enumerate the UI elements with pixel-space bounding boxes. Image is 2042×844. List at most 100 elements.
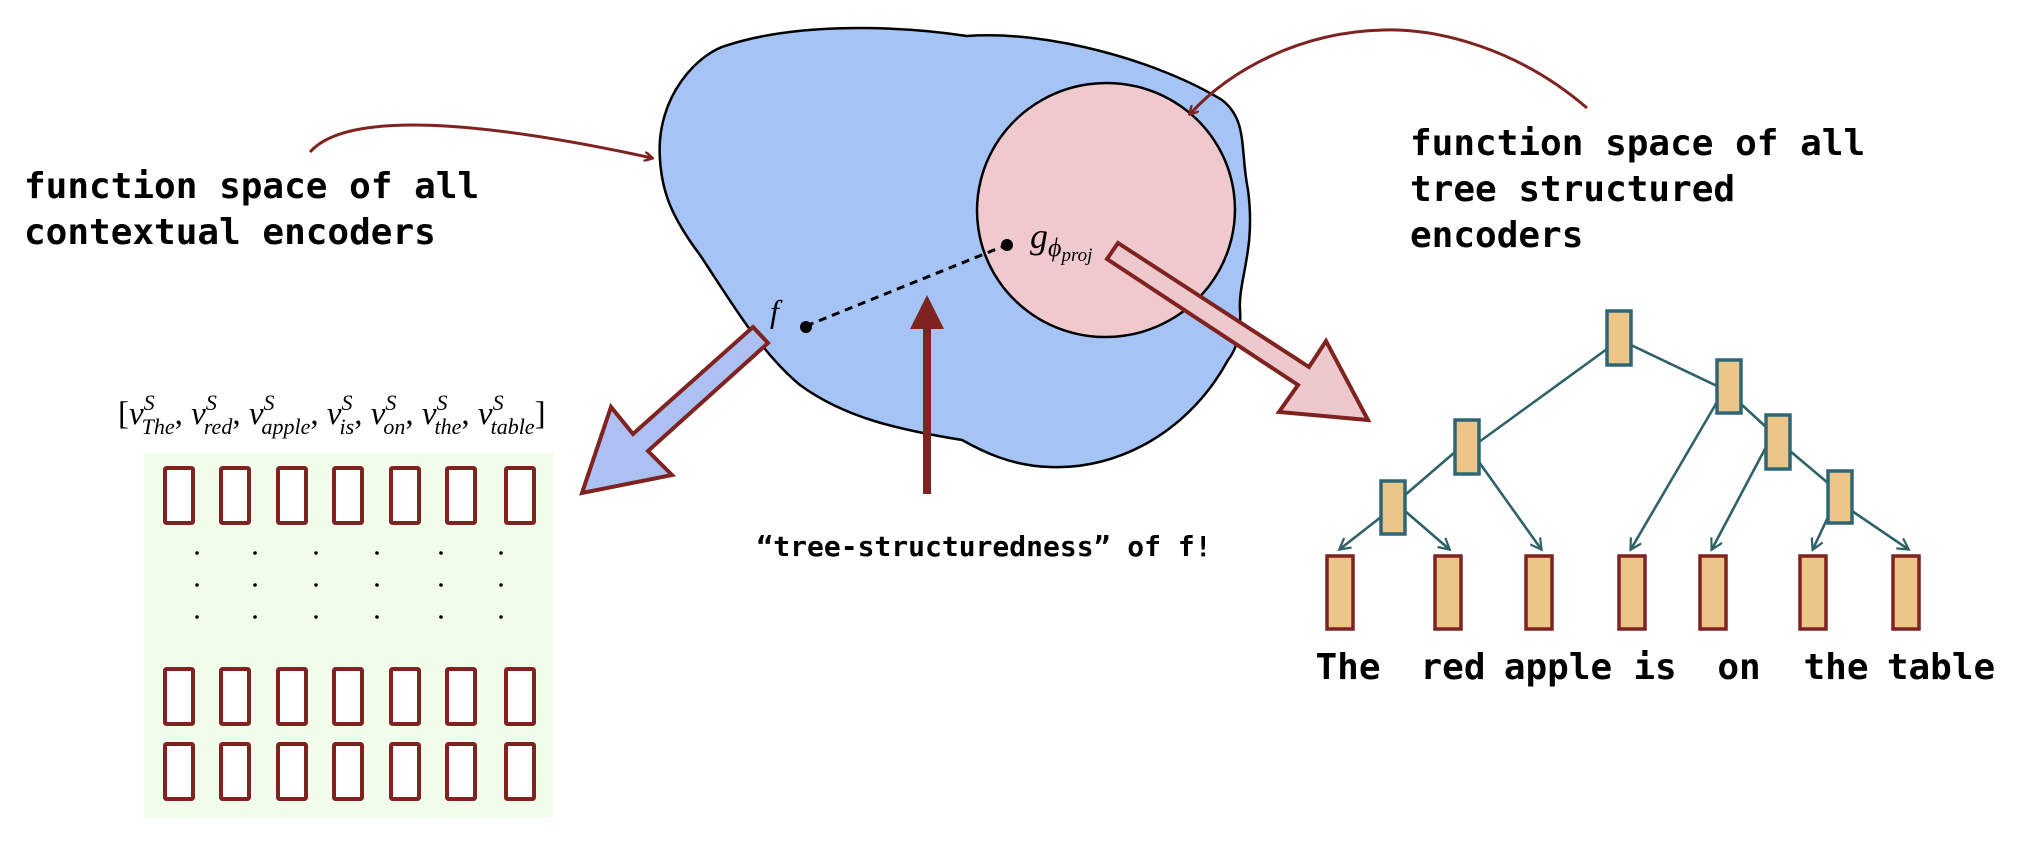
g-sub-phi: ϕ xyxy=(1048,233,1061,262)
ellipsis-dot xyxy=(253,583,257,587)
tree-leaf-node xyxy=(1617,554,1647,631)
tree-leaf-node xyxy=(1325,554,1355,631)
vector-cell xyxy=(219,466,251,525)
tree-output-block-arrow xyxy=(1104,240,1372,423)
tree-encoder-space-ellipse xyxy=(975,81,1237,339)
contextual-output-block-arrow xyxy=(578,324,771,496)
vector-cell xyxy=(276,466,308,525)
tree-word-on: on xyxy=(1717,647,1760,688)
ellipsis-dot xyxy=(195,615,199,619)
g-point-label: gϕproj xyxy=(1030,216,1092,266)
tree-edge xyxy=(1630,343,1718,388)
tree-internal-node xyxy=(1826,469,1854,525)
g-point-dot xyxy=(1001,239,1013,251)
tree-leaf-node xyxy=(1698,554,1728,631)
vector-subscript-is: is xyxy=(340,414,355,439)
tree-leaf-node xyxy=(1524,554,1554,631)
vector-comma: , xyxy=(310,396,327,432)
ellipsis-dot xyxy=(195,583,199,587)
ellipsis-dot xyxy=(253,615,257,619)
contextual-space-label-line-1: function space of all xyxy=(24,166,479,207)
tree-leaf-node xyxy=(1891,554,1921,631)
vector-symbol: v xyxy=(371,396,386,432)
vector-subscript-the: The xyxy=(142,414,175,439)
tree-space-label: function space of all tree structured en… xyxy=(1410,123,1887,256)
vector-symbol: v xyxy=(478,396,493,432)
tree-space-label-line-3: encoders xyxy=(1410,215,1583,256)
vector-subscript-red: red xyxy=(204,414,234,439)
tree-internal-node xyxy=(1715,358,1743,415)
vector-symbol: v xyxy=(327,396,342,432)
vector-comma: , xyxy=(175,396,192,432)
vector-cell xyxy=(445,466,477,525)
ellipsis-dot xyxy=(439,615,443,619)
tree-structuredness-caption: “tree-structuredness” of f! xyxy=(756,530,1211,563)
g-base: g xyxy=(1030,216,1048,256)
tree-word-the: the xyxy=(1803,647,1868,688)
vector-subscript-the: the xyxy=(435,414,462,439)
ellipsis-dot xyxy=(314,551,318,555)
vector-superscript: S xyxy=(144,390,155,415)
vector-cell xyxy=(389,742,421,801)
vector-cell xyxy=(504,742,536,801)
vector-cell xyxy=(389,466,421,525)
tree-space-pointer-arrow xyxy=(1190,28,1588,114)
vector-superscript: S xyxy=(385,390,396,415)
tree-edge xyxy=(1813,516,1830,549)
vector-symbol: v xyxy=(129,396,144,432)
tree-internal-node xyxy=(1453,418,1481,476)
matrix-cells xyxy=(163,466,536,801)
ellipsis-dot xyxy=(439,551,443,555)
f-point-dot xyxy=(800,321,812,333)
ellipsis-dot xyxy=(375,551,379,555)
vector-superscript: S xyxy=(342,390,353,415)
vector-close-bracket: ] xyxy=(535,396,546,432)
tree-structuredness-arrow-head xyxy=(910,295,944,329)
vector-subscript-table: table xyxy=(491,414,535,439)
tree-internal-node xyxy=(1605,309,1633,367)
ellipsis-dot xyxy=(499,615,503,619)
vector-cell xyxy=(219,667,251,726)
tree-edge xyxy=(1851,509,1908,549)
tree-leaf-node xyxy=(1433,554,1463,631)
contextual-space-label: function space of all contextual encoder… xyxy=(24,166,501,253)
tree-edge xyxy=(1404,451,1456,496)
vector-symbol: v xyxy=(191,396,206,432)
vector-symbol: v xyxy=(422,396,437,432)
vector-cell xyxy=(389,667,421,726)
vector-cell xyxy=(445,667,477,726)
tree-edge xyxy=(1478,347,1608,444)
tree-internal-node xyxy=(1764,413,1792,471)
vector-superscript: S xyxy=(493,390,504,415)
vector-cell xyxy=(332,667,364,726)
vector-cell xyxy=(504,667,536,726)
vector-comma: , xyxy=(461,396,478,432)
tree-leaf-node xyxy=(1798,554,1828,631)
vector-comma: , xyxy=(232,396,249,432)
tree-word-apple: apple xyxy=(1504,647,1612,688)
vector-subscript-on: on xyxy=(383,414,405,439)
tree-space-label-line-1: function space of all xyxy=(1410,123,1865,164)
tree-edge xyxy=(1340,515,1382,549)
vector-cell xyxy=(504,466,536,525)
ellipsis-dot xyxy=(499,551,503,555)
g-sub-proj: proj xyxy=(1059,245,1092,266)
vector-superscript: S xyxy=(206,390,217,415)
vector-superscript: S xyxy=(263,390,274,415)
contextual-space-pointer-arrow xyxy=(308,123,652,158)
vector-cell xyxy=(163,667,195,726)
ellipsis-dot xyxy=(375,583,379,587)
vector-superscript: S xyxy=(437,390,448,415)
distance-dashed-line xyxy=(805,244,1005,328)
ellipsis-dot xyxy=(314,583,318,587)
tree-edge xyxy=(1740,403,1767,428)
tree-edge xyxy=(1404,510,1449,549)
ellipsis-dot xyxy=(314,615,318,619)
tree-word-is: is xyxy=(1633,647,1676,688)
vector-cell xyxy=(163,742,195,801)
vector-cell xyxy=(445,742,477,801)
vector-comma: , xyxy=(405,396,422,432)
